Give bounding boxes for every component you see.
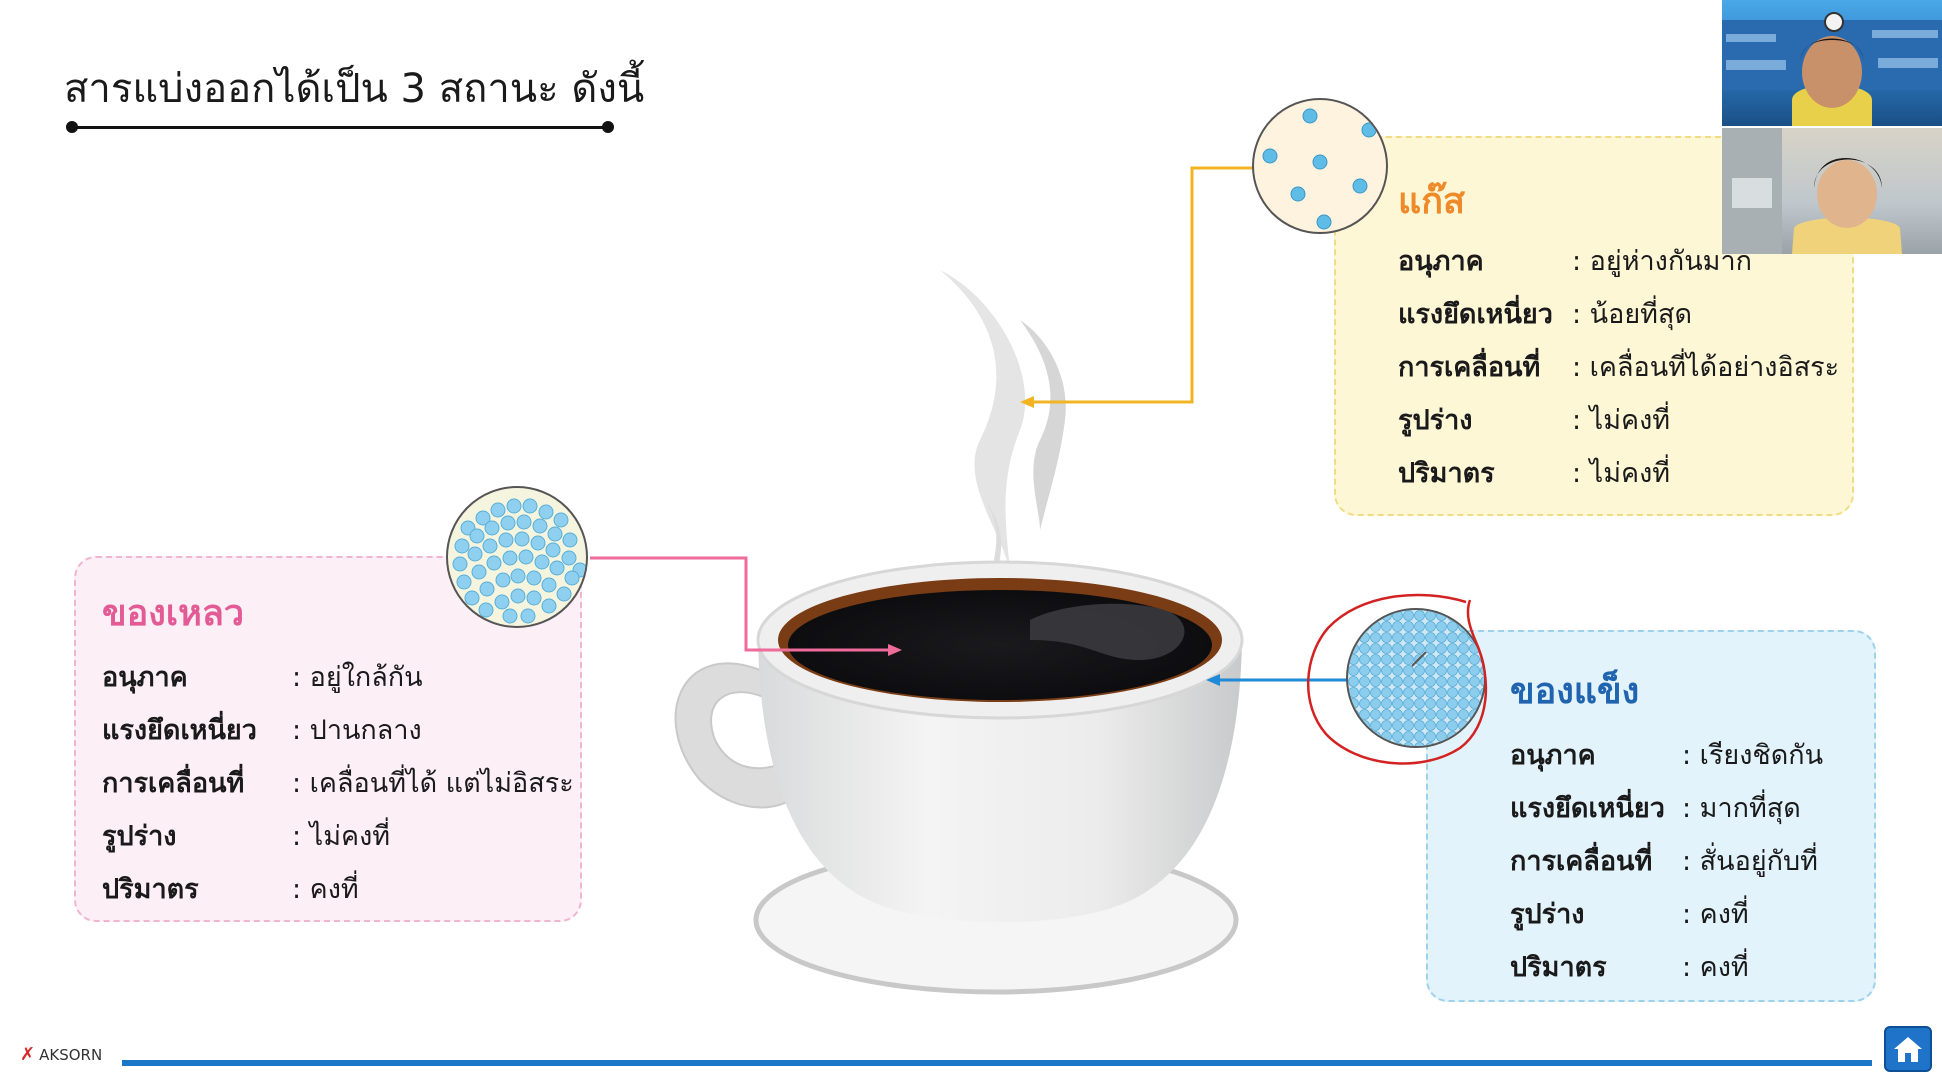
solid-card: ของแข็ง อนุภาค : เรียงชิดกัน แรงยึดเหนี่ย… <box>1426 630 1876 1002</box>
prop-key: แรงยึดเหนี่ยว <box>102 715 257 746</box>
prop-value: : ไม่คงที่ <box>1572 458 1671 489</box>
prop-value: : คงที่ <box>1682 899 1749 930</box>
prop-value: : เคลื่อนที่ได้ แต่ไม่อิสระ <box>292 768 574 799</box>
webcam-video-teacher <box>1722 12 1942 126</box>
prop-value: : ไม่คงที่ <box>292 821 391 852</box>
gas-particle-bubble <box>1252 98 1388 234</box>
prop-value: : น้อยที่สุด <box>1572 299 1692 330</box>
prop-value: : คงที่ <box>292 874 359 905</box>
liquid-heading: ของเหลว <box>102 593 245 634</box>
prop-value: : ปานกลาง <box>292 715 422 746</box>
gas-heading: แก๊ส <box>1398 181 1465 222</box>
liquid-properties: อนุภาค : อยู่ใกล้กัน แรงยึดเหนี่ยว : ปานกล… <box>102 650 574 915</box>
prop-key: อนุภาค <box>1398 246 1484 277</box>
prop-key: อนุภาค <box>1510 740 1596 771</box>
prop-value: : คงที่ <box>1682 952 1749 983</box>
aksorn-logo: ✗ AKSORN <box>20 1044 102 1065</box>
prop-key: ปริมาตร <box>1510 952 1607 983</box>
home-icon <box>1894 1037 1922 1062</box>
prop-key: การเคลื่อนที่ <box>1398 352 1541 383</box>
prop-key: ปริมาตร <box>1398 458 1495 489</box>
logo-text: AKSORN <box>39 1045 103 1064</box>
slide-title: สารแบ่งออกได้เป็น 3 สถานะ ดังนี้ <box>64 66 645 112</box>
prop-value: : มากที่สุด <box>1682 793 1801 824</box>
bottom-progress-bar <box>122 1060 1872 1066</box>
prop-value: : เรียงชิดกัน <box>1682 740 1824 771</box>
webcam-tile-teacher[interactable] <box>1722 0 1942 126</box>
prop-key: แรงยึดเหนี่ยว <box>1510 793 1665 824</box>
solid-particle-bubble <box>1346 608 1486 748</box>
steam <box>940 270 1066 600</box>
home-button[interactable] <box>1884 1026 1932 1072</box>
prop-value: : อยู่ใกล้กัน <box>292 662 423 693</box>
liquid-particle-bubble <box>446 486 588 628</box>
title-underline <box>66 121 614 133</box>
prop-key: รูปร่าง <box>1398 405 1473 436</box>
prop-value: : ไม่คงที่ <box>1572 405 1671 436</box>
liquid-particles <box>452 498 586 624</box>
prop-key: ปริมาตร <box>102 874 199 905</box>
prop-key: รูปร่าง <box>1510 899 1585 930</box>
webcam-tile-student[interactable] <box>1722 128 1942 254</box>
solid-properties: อนุภาค : เรียงชิดกัน แรงยึดเหนี่ยว : มากที… <box>1510 728 1823 993</box>
annotation-circle <box>1307 593 1488 765</box>
gas-properties: อนุภาค : อยู่ห่างกันมาก แรงยึดเหนี่ยว : น้… <box>1398 234 1839 499</box>
prop-value: : สั่นอยู่กับที่ <box>1682 846 1818 877</box>
prop-value: : เคลื่อนที่ได้อย่างอิสระ <box>1572 352 1840 383</box>
prop-value: : อยู่ห่างกันมาก <box>1572 246 1752 277</box>
prop-key: รูปร่าง <box>102 821 177 852</box>
gas-connector <box>1030 166 1264 404</box>
solid-heading: ของแข็ง <box>1510 671 1640 712</box>
prop-key: อนุภาค <box>102 662 188 693</box>
liquid-connector <box>590 556 892 652</box>
solid-particles <box>1348 610 1484 746</box>
prop-key: การเคลื่อนที่ <box>102 768 245 799</box>
prop-key: แรงยึดเหนี่ยว <box>1398 299 1553 330</box>
aksorn-logo-icon: ✗ <box>20 1044 36 1065</box>
gas-particles <box>1262 108 1377 230</box>
prop-key: การเคลื่อนที่ <box>1510 846 1653 877</box>
webcam-video-student <box>1722 128 1902 254</box>
cup-body <box>758 640 1242 923</box>
